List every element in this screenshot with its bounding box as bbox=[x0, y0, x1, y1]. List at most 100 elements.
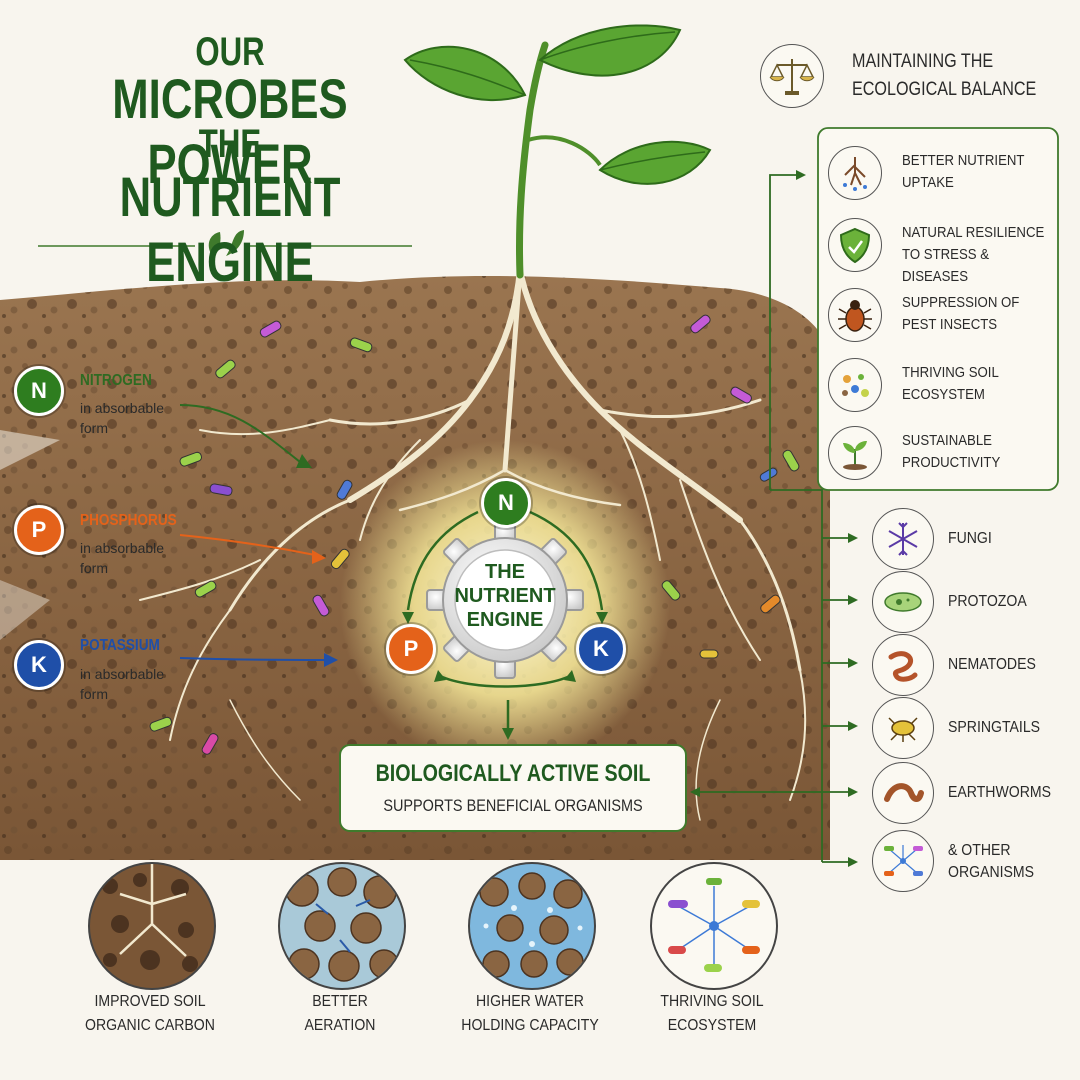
bottom-label-line-1: BETTER bbox=[312, 993, 368, 1010]
benefit-pest-suppression: SUPPRESSION OF PEST INSECTS bbox=[828, 284, 1052, 342]
engine-node-n: N bbox=[481, 478, 531, 528]
bottom-label-line-2: AERATION bbox=[304, 1017, 376, 1034]
organism-fungi: FUNGI bbox=[872, 508, 1072, 572]
bottom-label-line-1: IMPROVED SOIL bbox=[94, 993, 206, 1010]
phosphorus-label: PHOSPHORUS bbox=[80, 512, 177, 529]
springtail-icon bbox=[872, 697, 934, 759]
organism-nematodes: NEMATODES bbox=[872, 634, 1072, 698]
benefit-line-1: THRIVING SOIL bbox=[902, 364, 999, 381]
benefit-productivity: SUSTAINABLE PRODUCTIVITY bbox=[828, 422, 1052, 480]
benefit-line-1: SUPPRESSION OF bbox=[902, 294, 1020, 311]
nematode-icon bbox=[872, 634, 934, 696]
title-line-2: MICROBES POWER bbox=[112, 67, 348, 195]
bottom-water-holding: HIGHER WATER HOLDING CAPACITY bbox=[432, 862, 632, 1062]
sprout-icon bbox=[828, 426, 882, 480]
nutrient-arrows bbox=[179, 404, 338, 667]
nitrogen-badge: N bbox=[14, 366, 64, 416]
balance-heading: MAINTAINING THE ECOLOGICAL BALANCE bbox=[852, 48, 1036, 103]
engine-cycle-arrows bbox=[402, 510, 608, 740]
scales-icon bbox=[760, 44, 824, 108]
microbe-network-icon bbox=[872, 830, 934, 892]
plant-roots bbox=[139, 267, 807, 821]
benefit-line-2: PEST INSECTS bbox=[902, 315, 998, 333]
benefit-soil-ecosystem: THRIVING SOIL ECOSYSTEM bbox=[828, 354, 1052, 412]
organism-line-1: & OTHER bbox=[948, 842, 1011, 859]
aeration-illustration bbox=[278, 862, 406, 990]
roots-water-icon bbox=[828, 146, 882, 200]
benefit-line-2: TO STRESS & DISEASES bbox=[902, 245, 990, 285]
leaf-lower bbox=[598, 140, 712, 185]
organism-springtails: SPRINGTAILS bbox=[872, 697, 1072, 761]
engine-label: THE NUTRIENT ENGINE bbox=[435, 560, 575, 632]
engine-label-line-2: NUTRIENT bbox=[454, 585, 556, 607]
organism-line-2: ORGANISMS bbox=[948, 864, 1035, 882]
benefit-text: SUPPRESSION OF PEST INSECTS bbox=[902, 292, 1052, 336]
benefit-text: THRIVING SOIL ECOSYSTEM bbox=[902, 362, 1052, 406]
benefit-line-2: PRODUCTIVITY bbox=[902, 453, 1001, 471]
protozoa-icon bbox=[872, 571, 934, 633]
benefit-line-1: BETTER NUTRIENT bbox=[902, 152, 1025, 169]
organism-protozoa: PROTOZOA bbox=[872, 571, 1072, 635]
title-line-1: OUR bbox=[195, 30, 265, 74]
engine-label-line-3: ENGINE bbox=[466, 609, 544, 631]
bottom-label-line-2: ECOSYSTEM bbox=[667, 1017, 757, 1034]
soil-box-subtitle: SUPPORTS BENEFICIAL ORGANISMS bbox=[383, 796, 643, 815]
soil-box-title: BIOLOGICALLY ACTIVE SOIL bbox=[375, 760, 651, 787]
bottom-label-line-2: ORGANIC CARBON bbox=[85, 1017, 215, 1034]
fungi-icon bbox=[872, 508, 934, 570]
bottom-label-line-2: HOLDING CAPACITY bbox=[461, 1017, 599, 1034]
bottom-label-line-1: HIGHER WATER bbox=[476, 993, 584, 1010]
organism-label: FUNGI bbox=[948, 530, 992, 547]
organism-label: PROTOZOA bbox=[948, 593, 1027, 610]
organism-other: & OTHER ORGANISMS bbox=[872, 830, 1072, 894]
benefit-line-2: UPTAKE bbox=[902, 173, 954, 191]
benefit-resilience: NATURAL RESILIENCE TO STRESS & DISEASES bbox=[828, 214, 1052, 285]
benefit-text: NATURAL RESILIENCE TO STRESS & DISEASES bbox=[902, 222, 1052, 287]
organism-label: NEMATODES bbox=[948, 656, 1036, 673]
benefit-text: BETTER NUTRIENT UPTAKE bbox=[902, 150, 1052, 194]
title-line-3: THE bbox=[198, 122, 262, 166]
nitrogen-label: NITROGEN bbox=[80, 372, 152, 389]
benefit-line-1: NATURAL RESILIENCE bbox=[902, 224, 1045, 241]
bottom-label: HIGHER WATER HOLDING CAPACITY bbox=[444, 990, 616, 1038]
soil-carbon-illustration bbox=[88, 862, 216, 990]
organism-label: & OTHER ORGANISMS bbox=[948, 840, 1034, 885]
benefit-text: SUSTAINABLE PRODUCTIVITY bbox=[902, 430, 1052, 474]
bottom-aeration: BETTER AERATION bbox=[242, 862, 442, 1062]
balance-heading-line-1: MAINTAINING THE bbox=[852, 51, 994, 72]
benefit-line-2: ECOSYSTEM bbox=[902, 385, 985, 403]
earthworm-icon bbox=[872, 762, 934, 824]
title-line-4: NUTRIENT ENGINE bbox=[119, 165, 341, 293]
potassium-sub: in absorbable form bbox=[80, 666, 165, 703]
leaf-right bbox=[538, 24, 682, 77]
benefit-nutrient-uptake: BETTER NUTRIENT UPTAKE bbox=[828, 142, 1052, 200]
title-divider bbox=[38, 230, 412, 256]
bottom-label: IMPROVED SOIL ORGANIC CARBON bbox=[64, 990, 236, 1038]
ecosystem-illustration bbox=[650, 862, 778, 990]
organism-label: EARTHWORMS bbox=[948, 784, 1052, 801]
water-holding-illustration bbox=[468, 862, 596, 990]
gear-icon bbox=[426, 521, 584, 679]
engine-node-k: K bbox=[576, 624, 626, 674]
balance-heading-line-2: ECOLOGICAL BALANCE bbox=[852, 78, 1037, 100]
benefit-line-1: SUSTAINABLE bbox=[902, 432, 992, 449]
beetle-icon bbox=[828, 288, 882, 342]
soil-box-frame bbox=[339, 744, 687, 832]
engine-node-p: P bbox=[386, 624, 436, 674]
potassium-badge: K bbox=[14, 640, 64, 690]
plant-stem bbox=[515, 41, 549, 279]
soil-microbes bbox=[149, 314, 800, 755]
nitrogen-sub: in absorbable form bbox=[80, 400, 165, 437]
bottom-label: BETTER AERATION bbox=[254, 990, 426, 1038]
phosphorus-badge: P bbox=[14, 505, 64, 555]
organism-label: SPRINGTAILS bbox=[948, 719, 1041, 736]
phosphorus-sub: in absorbable form bbox=[80, 540, 165, 577]
shield-leaf-icon bbox=[828, 218, 882, 272]
organism-earthworms: EARTHWORMS bbox=[872, 762, 1072, 826]
potassium-label: POTASSIUM bbox=[80, 637, 160, 654]
engine-label-line-1: THE bbox=[485, 561, 525, 583]
